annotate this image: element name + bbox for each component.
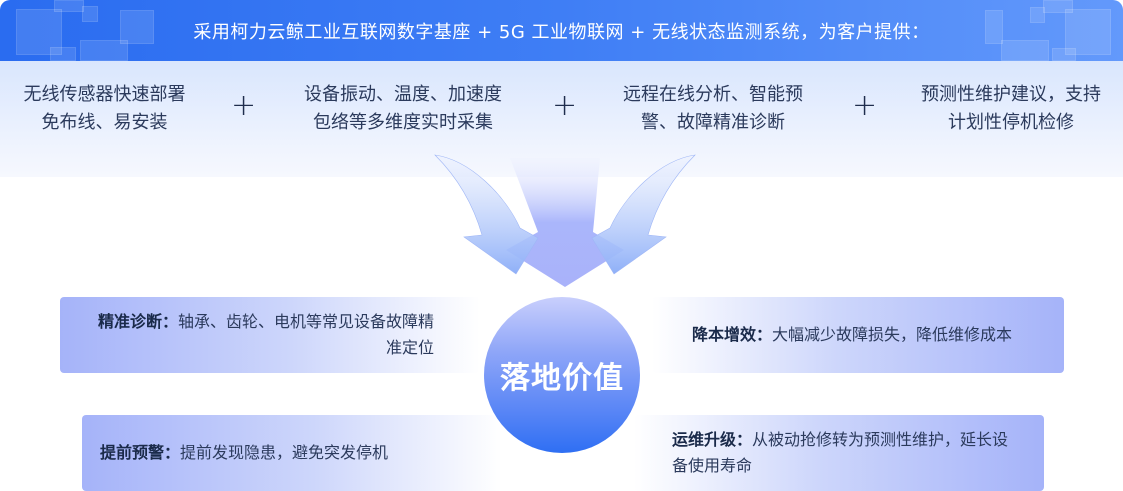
decor-square (1043, 0, 1073, 13)
decor-square (1001, 40, 1049, 61)
value-card-text: 运维升级：从被动抢修转为预测性维护，延长设备使用寿命 (672, 427, 1020, 479)
value-card-title: 提前预警： (100, 443, 181, 462)
feature-line: 免布线、易安装 (41, 112, 168, 133)
feature-line: 计划性停机检修 (948, 112, 1074, 133)
center-arrow (506, 158, 624, 287)
decor-square (50, 47, 76, 61)
value-card-text: 提前预警：提前发现隐患，避免突发停机 (100, 440, 388, 466)
value-card-desc: 提前发现隐患，避免突发停机 (180, 443, 389, 462)
value-card-title: 降本增效： (692, 325, 773, 344)
value-card-warning: 提前预警：提前发现隐患，避免突发停机 (82, 415, 502, 491)
right-arrow (591, 154, 696, 275)
value-card-desc: 从被动抢修转为预测性维护，延长设备使用寿命 (672, 430, 1009, 475)
decor-square (82, 6, 98, 22)
feature-line: 无线传感器快速部署 (23, 84, 186, 105)
feature-item-collection: 设备振动、温度、加速度 包络等多维度实时采集 (290, 81, 516, 137)
plus-icon: + (852, 88, 878, 123)
features-strip: 无线传感器快速部署 免布线、易安装 + 设备振动、温度、加速度 包络等多维度实时… (0, 61, 1123, 177)
feature-item-sensors: 无线传感器快速部署 免布线、易安装 (12, 81, 197, 137)
feature-line: 警、故障精准诊断 (641, 112, 785, 133)
feature-item-analysis: 远程在线分析、智能预 警、故障精准诊断 (610, 81, 816, 137)
decor-square (120, 10, 154, 44)
feature-line: 包络等多维度实时采集 (313, 112, 493, 133)
converging-arrows-icon (434, 154, 696, 287)
feature-item-maintenance: 预测性维护建议，支持 计划性停机检修 (908, 81, 1114, 137)
decor-square (1065, 9, 1111, 55)
plus-icon: + (231, 88, 257, 123)
decor-square (985, 10, 1003, 44)
value-card-title: 精准诊断： (97, 312, 178, 331)
value-card-desc: 大幅减少故障损失，降低维修成本 (772, 325, 1013, 344)
center-value-circle: 落地价值 (484, 297, 640, 453)
header-banner: 采用柯力云鲸工业互联网数字基座 + 5G 工业物联网 + 无线状态监测系统，为客… (0, 0, 1123, 61)
left-arrow (434, 154, 539, 275)
feature-line: 设备振动、温度、加速度 (304, 84, 502, 105)
decor-square (16, 9, 62, 55)
center-label: 落地价值 (500, 361, 624, 396)
decor-square (54, 0, 84, 12)
feature-line: 远程在线分析、智能预 (623, 84, 803, 105)
feature-line: 预测性维护建议，支持 (921, 84, 1101, 105)
value-card-text: 精准诊断：轴承、齿轮、电机等常见设备故障精准定位 (89, 309, 434, 361)
decor-square (1052, 48, 1076, 61)
value-card-text: 降本增效：大幅减少故障损失，降低维修成本 (692, 322, 1022, 348)
decor-square (1030, 7, 1045, 23)
value-card-cost: 降本增效：大幅减少故障损失，降低维修成本 (652, 297, 1064, 373)
decor-square (80, 40, 128, 61)
value-card-desc: 轴承、齿轮、电机等常见设备故障精准定位 (177, 312, 434, 357)
value-card-title: 运维升级： (672, 430, 753, 449)
plus-icon: + (552, 88, 578, 123)
banner-title: 采用柯力云鲸工业互联网数字基座 + 5G 工业物联网 + 无线状态监测系统，为客… (193, 21, 930, 43)
value-card-diagnosis: 精准诊断：轴承、齿轮、电机等常见设备故障精准定位 (60, 297, 480, 373)
value-card-upgrade: 运维升级：从被动抢修转为预测性维护，延长设备使用寿命 (634, 415, 1044, 491)
